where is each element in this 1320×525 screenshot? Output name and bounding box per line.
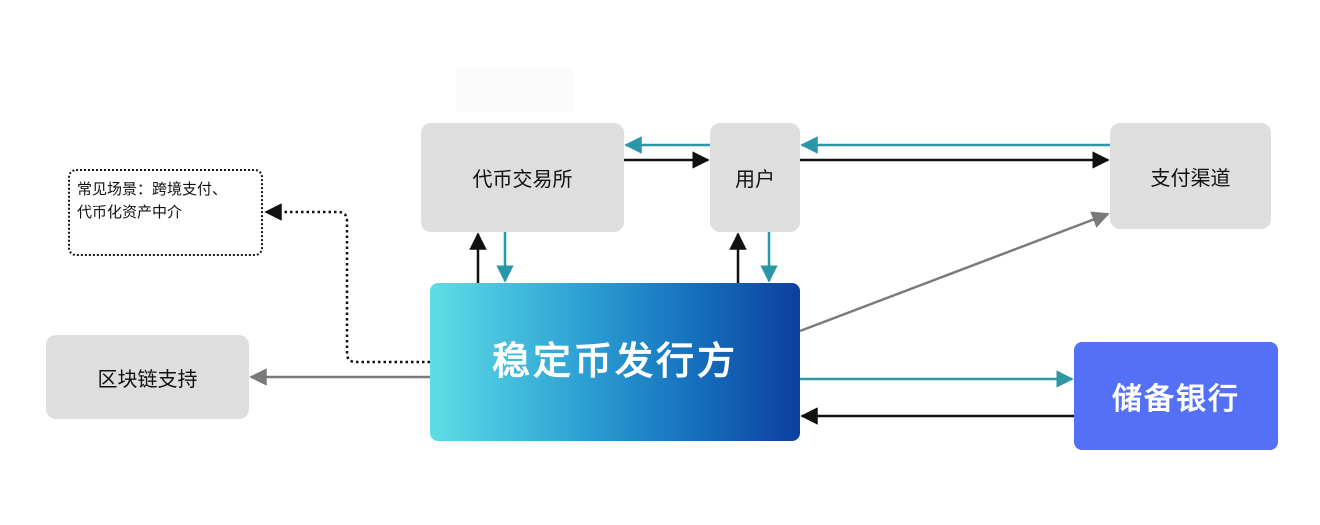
arrow-issuer-to-scenario [264, 203, 430, 364]
arrow-issuer-to-payment [799, 211, 1110, 333]
faint-placeholder-block [456, 68, 574, 112]
scenario-note-box: 常见场景：跨境支付、 代币化资产中介 [68, 169, 263, 256]
node-stablecoin-issuer: 稳定币发行方 [430, 283, 800, 441]
node-blockchain-support: 区块链支持 [46, 335, 249, 419]
node-user: 用户 [710, 123, 800, 232]
node-payment-channel: 支付渠道 [1110, 123, 1271, 229]
node-reserve-bank: 储备银行 [1074, 342, 1278, 450]
scenario-note-line-1: 常见场景：跨境支付、 [77, 180, 228, 198]
node-token-exchange: 代币交易所 [421, 123, 624, 232]
scenario-note-line-2: 代币化资产中介 [77, 203, 183, 221]
